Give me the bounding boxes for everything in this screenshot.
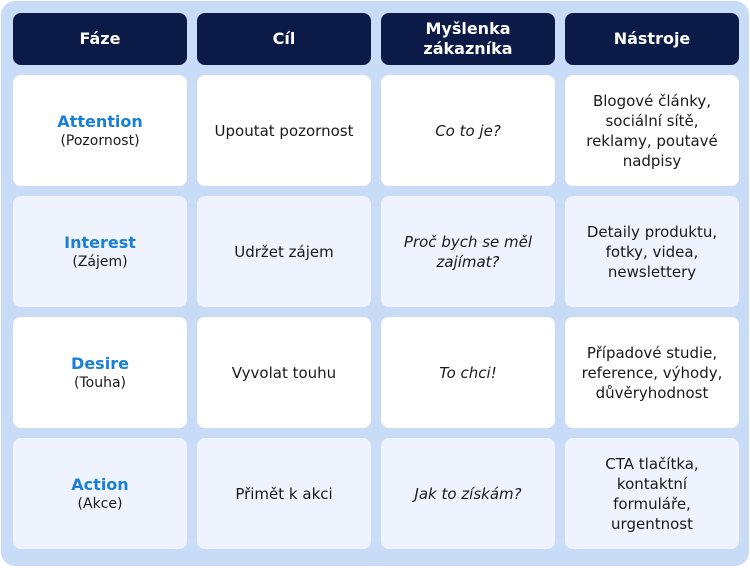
thought-cell: To chci!: [381, 317, 555, 428]
header-goal: Cíl: [197, 13, 371, 65]
thought-cell: Jak to získám?: [381, 438, 555, 549]
goal-cell: Přimět k akci: [197, 438, 371, 549]
phase-cell: Desire (Touha): [13, 317, 187, 428]
tools-cell: Detaily produktu, fotky, videa, newslett…: [565, 196, 739, 307]
phase-cell: Action (Akce): [13, 438, 187, 549]
header-customer-thought: Myšlenka zákazníka: [381, 13, 555, 65]
tools-cell: CTA tlačítka, kontaktní formuláře, urgen…: [565, 438, 739, 549]
phase-name: Action: [71, 474, 129, 494]
phase-translation: (Akce): [77, 495, 123, 512]
phase-translation: (Zájem): [72, 253, 128, 270]
thought-cell: Co to je?: [381, 75, 555, 186]
phase-cell: Attention (Pozornost): [13, 75, 187, 186]
goal-cell: Upoutat pozornost: [197, 75, 371, 186]
phase-translation: (Pozornost): [60, 132, 140, 149]
goal-cell: Vyvolat touhu: [197, 317, 371, 428]
tools-cell: Blogové články, sociální sítě, reklamy, …: [565, 75, 739, 186]
aida-table: Fáze Cíl Myšlenka zákazníka Nástroje Att…: [13, 13, 739, 549]
phase-cell: Interest (Zájem): [13, 196, 187, 307]
tools-cell: Případové studie, reference, výhody, dův…: [565, 317, 739, 428]
goal-cell: Udržet zájem: [197, 196, 371, 307]
phase-name: Attention: [57, 111, 143, 131]
phase-name: Desire: [71, 353, 129, 373]
thought-cell: Proč bych se měl zajímat?: [381, 196, 555, 307]
phase-name: Interest: [64, 232, 136, 252]
header-phase: Fáze: [13, 13, 187, 65]
phase-translation: (Touha): [74, 374, 126, 391]
header-tools: Nástroje: [565, 13, 739, 65]
